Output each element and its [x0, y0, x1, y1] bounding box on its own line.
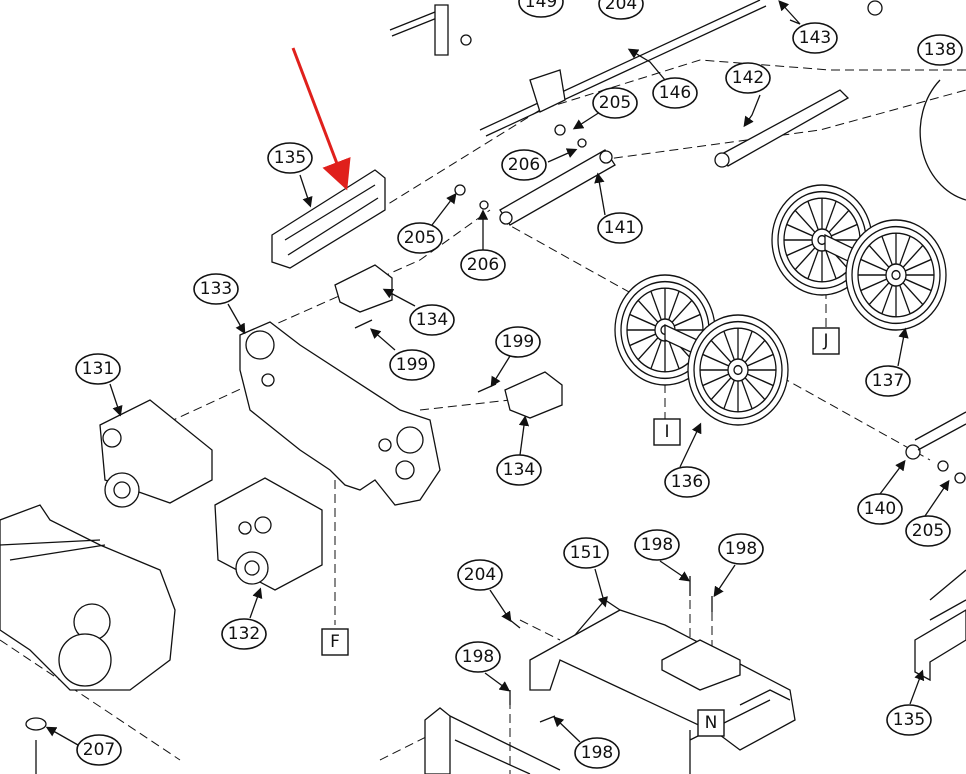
part-callout: 134 [409, 304, 455, 336]
part-callout: 143 [792, 22, 838, 54]
svg-text:131: 131 [82, 359, 114, 379]
svg-text:198: 198 [641, 535, 673, 555]
part-callout: 132 [221, 618, 267, 650]
svg-text:204: 204 [464, 565, 496, 585]
svg-text:133: 133 [200, 279, 232, 299]
svg-text:199: 199 [502, 332, 534, 352]
part-callout: 137 [865, 365, 911, 397]
svg-text:142: 142 [732, 68, 764, 88]
view-label-box: F [321, 628, 349, 656]
part-callout: 136 [664, 466, 710, 498]
part-callout: 135 [267, 142, 313, 174]
part-callout: 198 [634, 529, 680, 561]
svg-text:143: 143 [799, 28, 831, 48]
part-callout: 205 [592, 87, 638, 119]
svg-text:140: 140 [864, 499, 896, 519]
svg-text:207: 207 [83, 740, 115, 760]
part-callout: 135 [886, 704, 932, 736]
svg-text:137: 137 [872, 371, 904, 391]
svg-text:199: 199 [396, 355, 428, 375]
svg-text:205: 205 [912, 521, 944, 541]
svg-text:N: N [705, 713, 718, 733]
part-callout: 206 [460, 249, 506, 281]
svg-text:136: 136 [671, 472, 703, 492]
svg-text:132: 132 [228, 624, 260, 644]
svg-text:138: 138 [924, 40, 956, 60]
svg-text:206: 206 [508, 155, 540, 175]
part-callout: 198 [718, 533, 764, 565]
part-callout: 134 [496, 454, 542, 486]
svg-text:J: J [822, 331, 828, 351]
part-callout: 204 [598, 0, 644, 20]
part-callout: 138 [917, 34, 963, 66]
svg-text:135: 135 [274, 148, 306, 168]
part-callout: 199 [495, 326, 541, 358]
svg-text:146: 146 [659, 83, 691, 103]
view-label-box: I [653, 418, 681, 446]
svg-text:205: 205 [599, 93, 631, 113]
part-callout: 199 [389, 349, 435, 381]
red-pointer-arrow [291, 47, 351, 191]
part-callout: 151 [563, 537, 609, 569]
part-callout: 198 [455, 641, 501, 673]
leader-lines [45, 0, 950, 746]
svg-text:198: 198 [462, 647, 494, 667]
svg-text:198: 198 [725, 539, 757, 559]
svg-text:151: 151 [570, 543, 602, 563]
svg-text:134: 134 [503, 460, 535, 480]
part-callout: 146 [652, 77, 698, 109]
svg-text:134: 134 [416, 310, 448, 330]
view-label-box: N [697, 709, 725, 737]
part-callout: 205 [905, 515, 951, 547]
view-label-box: J [812, 327, 840, 355]
svg-text:206: 206 [467, 255, 499, 275]
part-callout: 204 [457, 559, 503, 591]
part-callout: 207 [76, 734, 122, 766]
part-callout: 205 [397, 222, 443, 254]
svg-text:I: I [664, 422, 669, 442]
svg-text:135: 135 [893, 710, 925, 730]
part-callout: 140 [857, 493, 903, 525]
part-callout: 149 [518, 0, 564, 18]
part-callout: 198 [574, 737, 620, 769]
part-callout: 206 [501, 149, 547, 181]
part-callout: 131 [75, 353, 121, 385]
part-callout: 133 [193, 273, 239, 305]
svg-text:205: 205 [404, 228, 436, 248]
svg-text:198: 198 [581, 743, 613, 763]
svg-text:204: 204 [605, 0, 637, 14]
svg-text:149: 149 [525, 0, 557, 12]
svg-text:F: F [330, 632, 340, 652]
svg-text:141: 141 [604, 218, 636, 238]
part-callout: 141 [597, 212, 643, 244]
part-callout: 142 [725, 62, 771, 94]
